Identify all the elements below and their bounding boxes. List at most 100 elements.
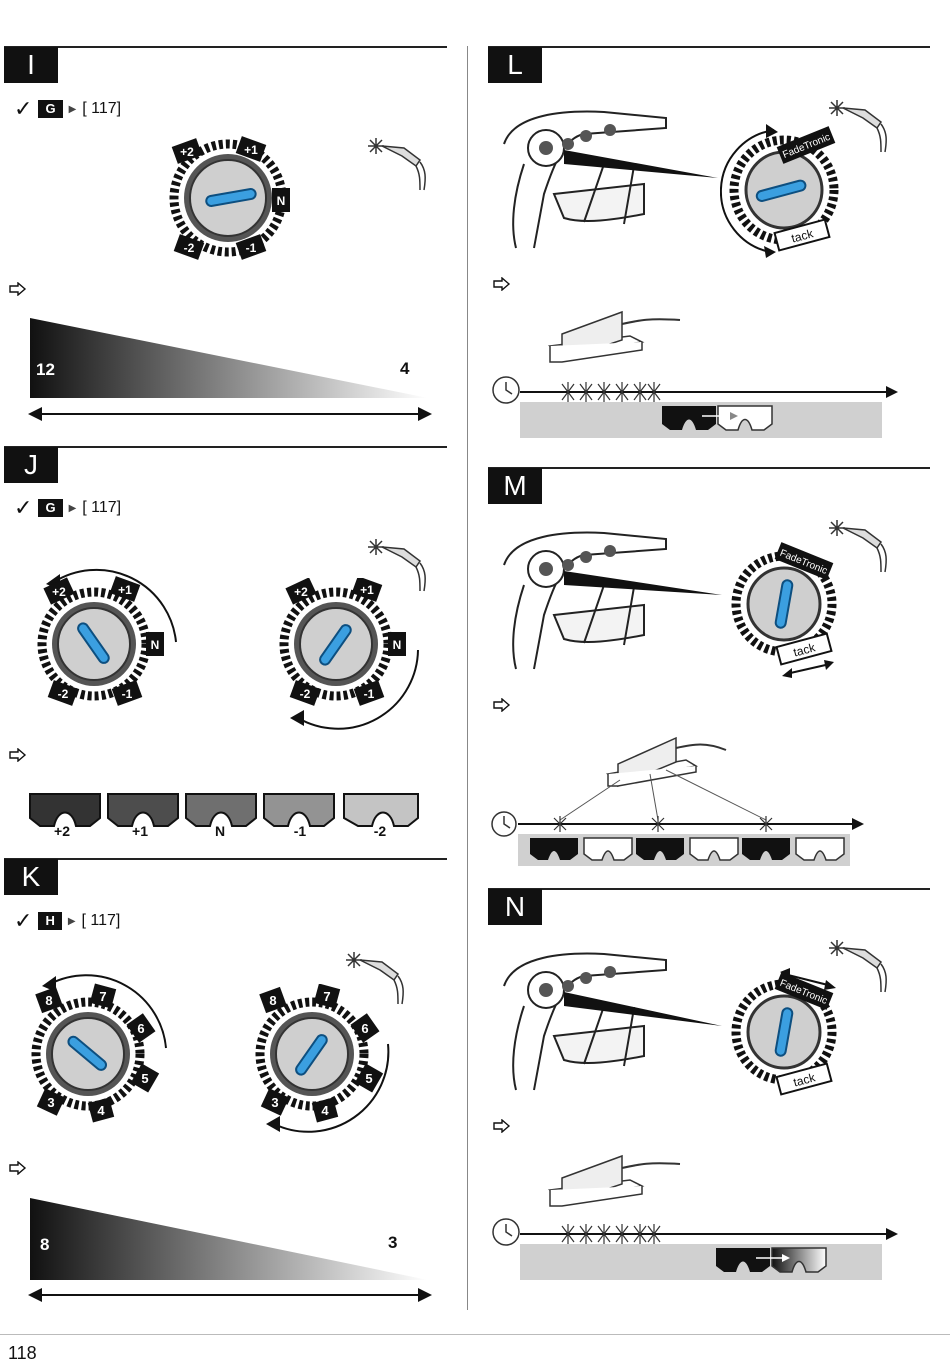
reference-badge: G [38,499,63,517]
section-l-tag: L [488,47,542,83]
welding-torch-icon [368,539,426,592]
dial-label-plus2: +2 [43,577,75,605]
svg-text:+1: +1 [118,583,132,597]
svg-text:N: N [393,638,402,652]
dial-pointer [755,179,807,202]
section-k-rule [4,858,447,860]
double-arrow [783,973,833,987]
dial-pointer [205,188,257,207]
section-n-helmet [503,952,722,1091]
svg-text:tack: tack [790,226,816,245]
section-i-dial: +2 +1 N -1 -2 [169,136,290,260]
svg-text:N: N [277,194,286,208]
svg-text:+1: +1 [244,143,258,157]
page-number: 118 [8,1343,37,1363]
welding-torch-icon [829,520,887,573]
lens-light [689,837,739,861]
section-j-dial-left: +2 +1 N -1 -2 [37,568,177,706]
dial-pointer [319,624,352,666]
tack-label: tack [775,632,833,666]
section-m-helmet [503,531,722,670]
dial-label-plus1: +1 [109,576,141,602]
section-j-tag: J [4,447,58,483]
dial-label-5: 5 [354,1063,384,1093]
lens-shade-n: N [185,793,257,839]
svg-text:-1: -1 [246,241,257,255]
lens-light [795,837,845,861]
welding-torch-icon [829,940,887,993]
svg-text:7: 7 [323,989,330,1004]
tack-label: tack [775,1062,833,1096]
rotate-arrow [49,974,167,1049]
dial-pointer [774,579,794,629]
section-j-dial-right: +2 +1 N -1 -2 [279,578,419,730]
lens-light [717,405,773,431]
triangle-right-icon: ▶ [68,103,77,115]
section-k-shade-wedge: 8 3 [28,1198,432,1302]
double-arrow [28,1288,432,1302]
dial-label-6: 6 [350,1013,380,1043]
svg-text:+2: +2 [294,585,308,599]
reference-page: [ 117] [82,499,122,516]
rotate-arrow [273,1043,390,1133]
welding-torch-icon [346,952,404,1005]
lens-fading [771,1247,827,1273]
svg-text:6: 6 [361,1021,368,1036]
reference-i: ✓ G ▶ [ 117] [14,98,121,120]
lens-shade-plus2: +2 [29,793,101,839]
reference-page: [ 117] [81,912,121,929]
svg-text:4: 4 [97,1103,105,1118]
section-n-tag: N [488,889,542,925]
shade-min-value: 3 [388,1233,397,1252]
column-divider [467,46,468,1310]
shade-max-value: 12 [36,360,55,379]
double-arrow [28,407,432,421]
section-l-timeline [492,310,898,438]
svg-text:-1: -1 [294,823,307,839]
dial-label-3: 3 [36,1088,66,1116]
pointer-beam [564,150,718,178]
lens-shade-minus2: -2 [343,793,419,839]
section-i-tag: I [4,47,58,83]
dial-label-7: 7 [313,984,341,1009]
svg-text:5: 5 [141,1071,148,1086]
dial-label-n: N [388,632,406,656]
dial-label-n: N [146,632,164,656]
weld-sparks [553,816,773,832]
check-icon: ✓ [14,495,33,520]
dial-label-minus1: -1 [111,680,143,706]
dial-label-5: 5 [130,1063,160,1093]
lens-shade-minus1: -1 [263,793,335,839]
svg-text:N: N [151,638,160,652]
lens-dark [742,838,790,860]
section-m-tag: M [488,468,542,504]
section-k-dial-right: 8 7 6 5 4 3 [255,984,390,1133]
result-arrow-icon [493,698,511,712]
svg-text:7: 7 [99,989,106,1004]
svg-text:tack: tack [792,1070,818,1089]
triangle-right-icon: ▶ [68,502,77,514]
lens-dark [530,838,578,860]
svg-text:8: 8 [45,993,52,1008]
section-j-shade-lenses: +2 +1 N -1 -2 [29,793,419,839]
section-i-shade-wedge: 12 4 [28,318,432,421]
svg-text:+2: +2 [54,823,70,839]
section-m-timeline [491,736,864,866]
section-n-timeline [492,1154,898,1280]
dial-label-3: 3 [260,1088,290,1116]
reference-badge: G [38,100,63,118]
section-k-tag: K [4,859,58,895]
svg-text:+1: +1 [132,823,148,839]
lens-light [583,837,633,861]
svg-text:-2: -2 [184,241,195,255]
dial-label-6: 6 [126,1013,156,1043]
section-l-fadetronic-dial: FadeTronic tack [720,124,839,258]
workpiece [547,1154,645,1207]
dial-tick-ring [31,997,145,1111]
reference-badge: H [38,912,62,930]
section-m-rule [488,467,930,469]
svg-text:3: 3 [271,1095,278,1110]
welding-torch-icon [621,1162,681,1169]
dial-label-n: N [272,188,290,212]
dial-pointer [67,1035,108,1071]
